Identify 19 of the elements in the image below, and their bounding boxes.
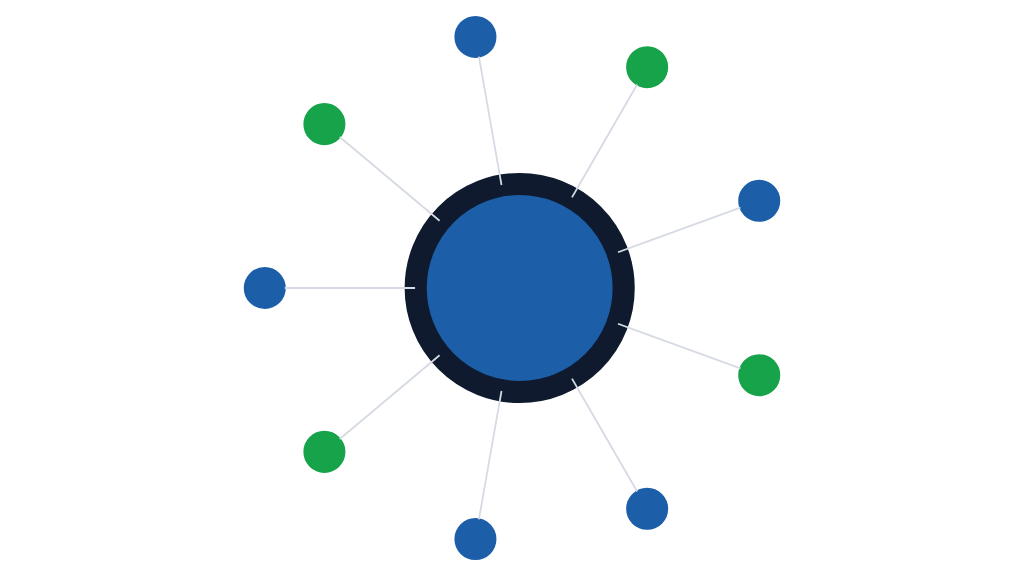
connector xyxy=(283,287,416,289)
node-circle xyxy=(626,487,669,530)
node-circle xyxy=(303,103,346,146)
node-circle xyxy=(243,266,286,310)
connector xyxy=(478,55,503,186)
node-circle xyxy=(454,518,497,561)
connector xyxy=(478,390,503,521)
connector xyxy=(571,83,639,199)
connector xyxy=(617,322,742,370)
connector xyxy=(571,377,639,493)
node-circle xyxy=(454,15,497,58)
connector xyxy=(338,136,441,222)
node-circle xyxy=(738,179,781,222)
node-circle xyxy=(738,354,781,397)
node-circle xyxy=(626,46,669,89)
connector xyxy=(617,206,742,254)
node-circle xyxy=(404,172,635,404)
connector xyxy=(338,354,441,440)
node-circle xyxy=(303,430,346,473)
